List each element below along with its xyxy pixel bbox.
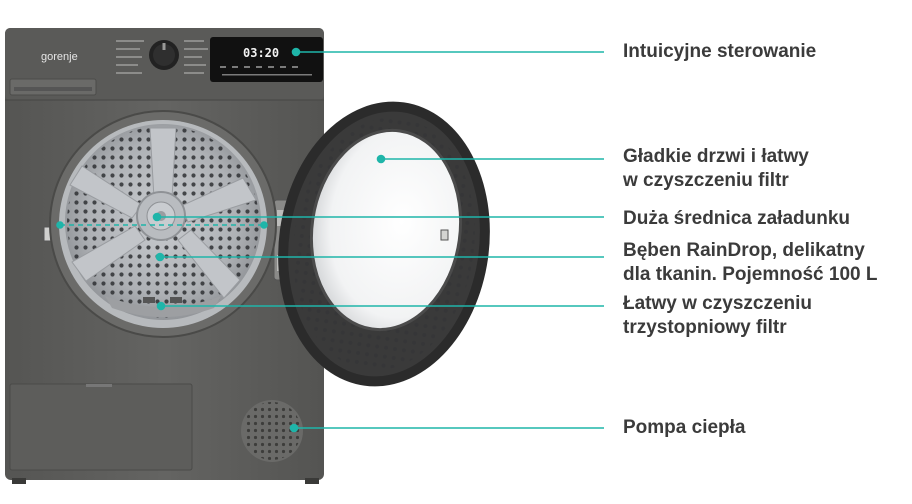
callout-drum: Bęben RainDrop, delikatny dla tkanin. Po… [623, 239, 877, 287]
callout-door-line2: w czyszczeniu filtr [623, 170, 789, 191]
callout-lines [56, 47, 604, 433]
kick-panel [9, 383, 193, 471]
door-glass [309, 128, 463, 332]
callout-controls-line1: Intuicyjne sterowanie [623, 41, 817, 62]
callout-diameter: Duża średnica załadunku [623, 207, 850, 231]
brand-logo: gorenje [41, 51, 78, 63]
callout-pump-line1: Pompa ciepła [623, 417, 746, 438]
callout-diameter-line1: Duża średnica załadunku [623, 208, 851, 229]
callout-filter-line1: Łatwy w czyszczeniu [623, 293, 813, 314]
callout-drum-line2: dla tkanin. Pojemność 100 L [623, 264, 878, 285]
callout-door-line1: Gładkie drzwi i łatwy [623, 146, 809, 167]
program-labels [116, 40, 208, 74]
callout-filter: Łatwy w czyszczeniu trzystopniowy filtr [623, 292, 812, 340]
filter-area [105, 296, 221, 317]
door-lock [440, 229, 449, 241]
callout-pump: Pompa ciepła [623, 416, 746, 440]
callout-filter-line2: trzystopniowy filtr [623, 317, 787, 338]
callout-door: Gładkie drzwi i łatwy w czyszczeniu filt… [623, 145, 809, 193]
drum-ribs [69, 127, 257, 299]
display-time: 03:20 [243, 46, 279, 60]
callout-drum-line1: Bęben RainDrop, delikatny [623, 240, 865, 261]
callout-controls: Intuicyjne sterowanie [623, 40, 816, 64]
